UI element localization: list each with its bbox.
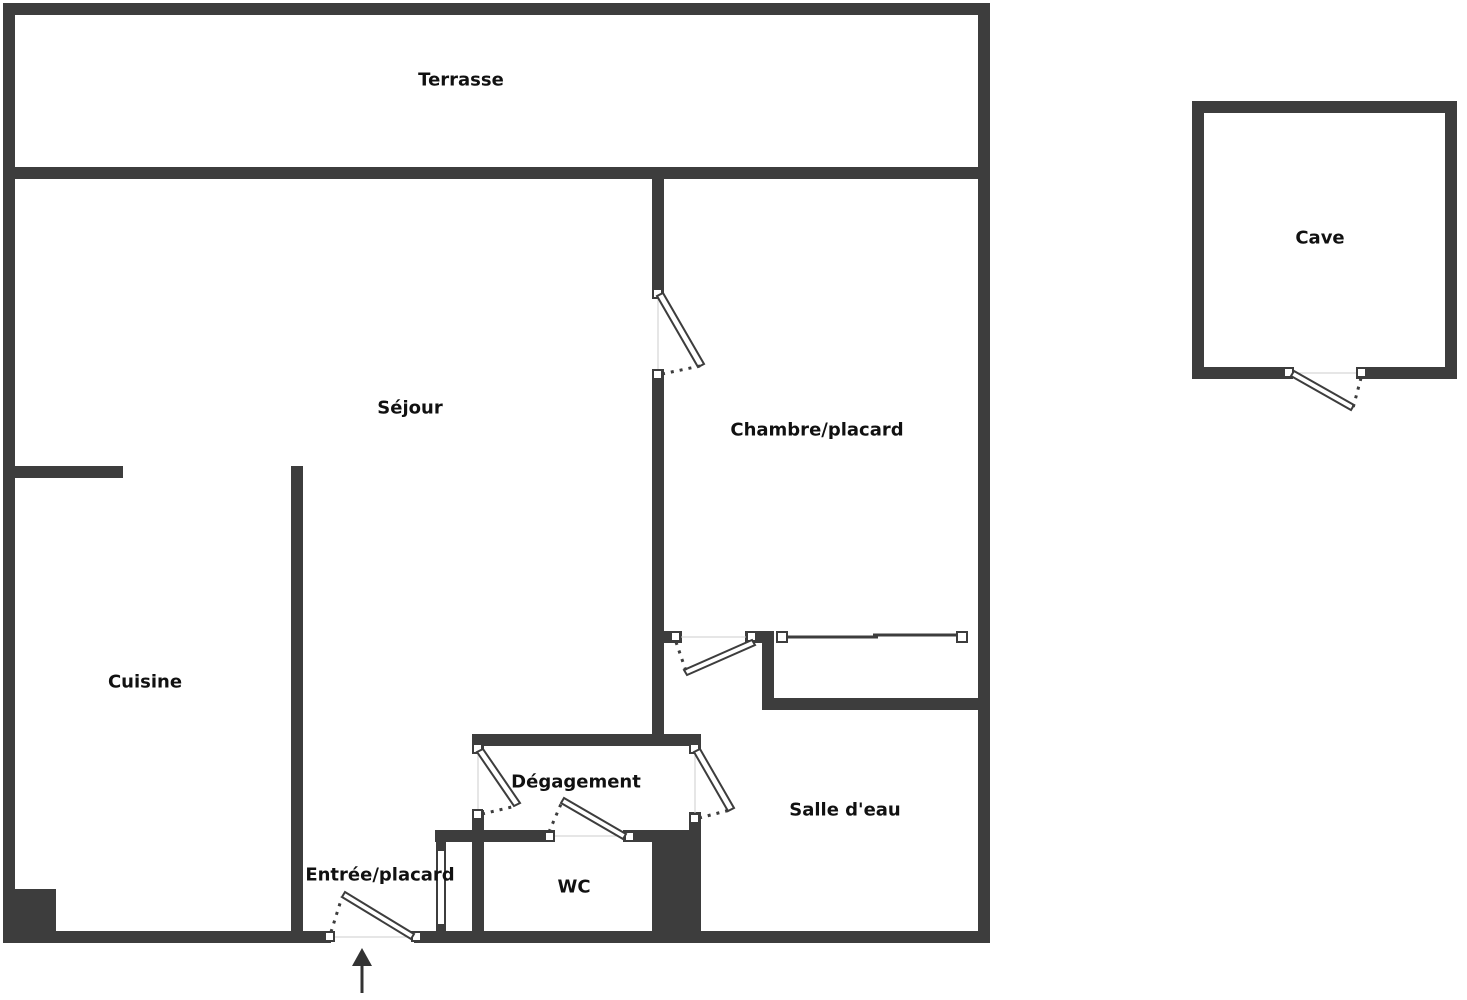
room-label-entree: Entrée/placard: [305, 864, 455, 886]
room-label-wc: WC: [557, 876, 591, 898]
room-label-chambre: Chambre/placard: [730, 419, 904, 441]
door-degagement-left: [472, 743, 522, 820]
door-chambre: [652, 288, 706, 380]
door-wc: [544, 796, 635, 842]
room-label-terrasse: Terrasse: [418, 69, 504, 91]
duct-wc: [652, 836, 700, 940]
room-label-sejour: Séjour: [377, 397, 443, 419]
door-cave: [1283, 367, 1367, 412]
room-label-salle-eau: Salle d'eau: [789, 799, 901, 821]
room-label-cuisine: Cuisine: [107, 671, 183, 693]
entree-placard: [436, 836, 446, 937]
door-salle-eau: [670, 631, 757, 677]
placard-chambre: [776, 631, 968, 643]
room-label-cave: Cave: [1295, 227, 1345, 249]
doors: [324, 288, 1367, 942]
entrance-arrow-icon: [352, 948, 372, 993]
room-label-degagement: Dégagement: [511, 771, 641, 793]
walls: [3, 3, 1457, 943]
door-entree: [324, 890, 422, 942]
door-degagement-right: [689, 743, 736, 824]
duct-cuisine: [4, 889, 56, 941]
